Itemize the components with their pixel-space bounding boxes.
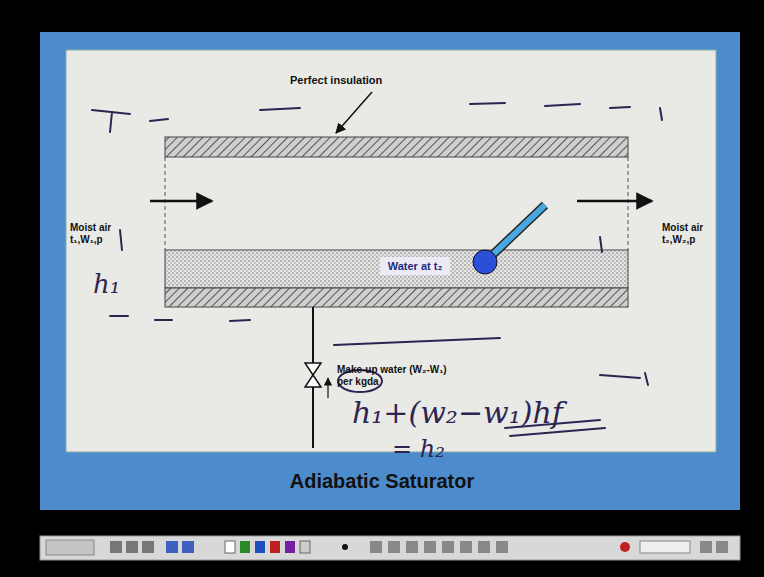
outlet-boundary [628, 157, 629, 250]
inlet-boundary [165, 157, 166, 250]
toolbar-icons [110, 541, 728, 553]
top-insulation [165, 137, 628, 157]
makeup-label: Make-up water (W₂-W₁) per kgda [337, 364, 449, 387]
water-pool [165, 250, 628, 288]
handwritten-enthalpy: h₁ [93, 270, 120, 300]
pen-marks [92, 103, 662, 436]
toolbar-button [46, 540, 94, 555]
toolbar [40, 536, 740, 560]
leader-arrow [336, 92, 372, 133]
outflow-arrow [577, 200, 652, 203]
thermometer-bulb [473, 250, 497, 274]
inlet-label: Moist air t₁,W₁,p [70, 222, 142, 245]
water-label-box: Water at t₂ [380, 257, 451, 275]
makeup-arrow [327, 378, 328, 398]
outlet-label: Moist air t₂,W₂,p [662, 222, 734, 245]
insulation-label: Perfect insulation [290, 74, 382, 87]
handwritten-equation: h₁+(w₂−w₁)hf [352, 396, 563, 431]
content-panel [66, 50, 716, 452]
slide-title: Adiabatic Saturator [0, 470, 764, 493]
bottom-insulation [165, 288, 628, 307]
handwritten-result: = h₂ [392, 436, 445, 464]
valve-symbol [305, 363, 321, 387]
slide-background [40, 32, 740, 510]
node-text: Water at t₂ [388, 260, 443, 272]
inflow-arrow [150, 200, 212, 203]
